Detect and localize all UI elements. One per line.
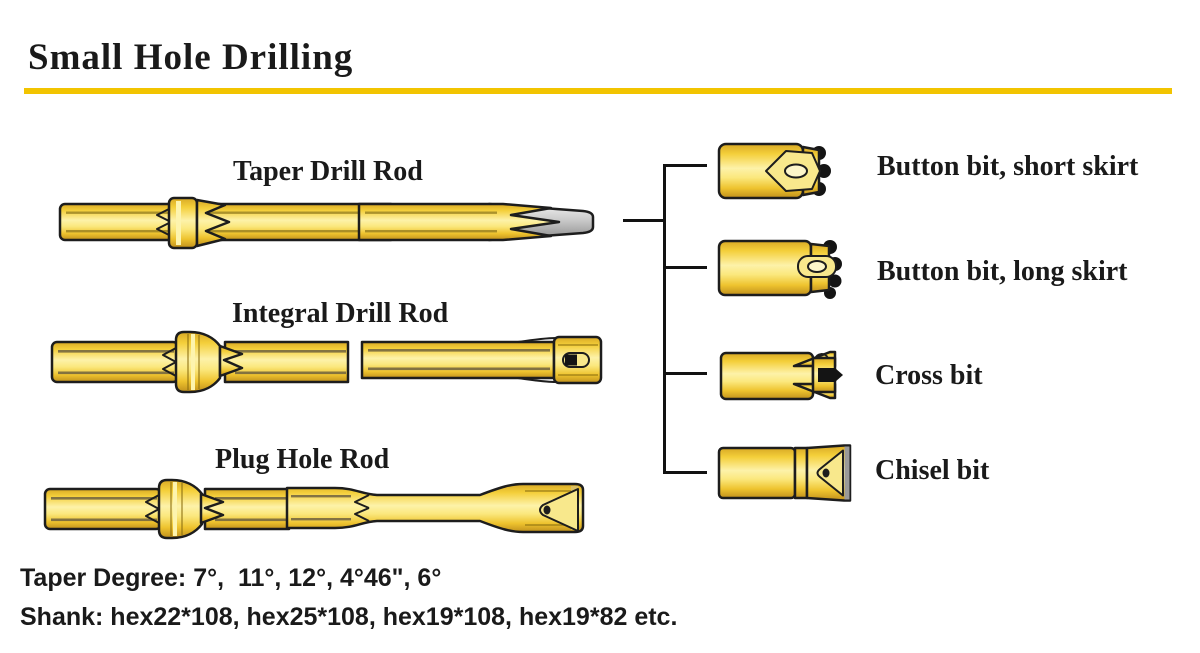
chisel-bit-label: Chisel bit (875, 455, 990, 486)
chisel-bit-icon (717, 444, 852, 502)
plug-hole-rod-shank-icon (43, 478, 291, 540)
page-title: Small Hole Drilling (28, 37, 354, 78)
button-bit-short-skirt-label: Button bit, short skirt (877, 151, 1139, 182)
connector-vertical-line (663, 164, 666, 474)
connector-line-from-rod (623, 219, 665, 222)
cross-bit-icon (719, 350, 843, 401)
connector-branch-chisel-bit (663, 471, 707, 474)
taper-drill-rod-shank-icon (58, 196, 393, 250)
shank-spec: Shank: hex22*108, hex25*108, hex19*108, … (20, 603, 678, 631)
taper-degree-spec: Taper Degree: 7°, 11°, 12°, 4°46", 6° (20, 564, 442, 592)
button-bit-long-skirt-label: Button bit, long skirt (877, 256, 1128, 287)
taper-drill-rod-tip-icon (357, 202, 595, 242)
integral-drill-rod-label: Integral Drill Rod (232, 298, 449, 329)
button-bit-long-skirt-icon (717, 239, 842, 299)
connector-branch-short-skirt (663, 164, 707, 167)
title-underline (24, 88, 1172, 94)
button-bit-short-skirt-icon (717, 142, 831, 200)
plug-hole-rod-bit-end-icon (285, 482, 585, 534)
taper-drill-rod-label: Taper Drill Rod (233, 156, 423, 187)
cross-bit-label: Cross bit (875, 360, 983, 391)
plug-hole-rod-label: Plug Hole Rod (215, 444, 390, 475)
integral-drill-rod-bit-end-icon (360, 335, 603, 385)
connector-branch-long-skirt (663, 266, 707, 269)
integral-drill-rod-shank-icon (50, 330, 350, 394)
connector-branch-cross-bit (663, 372, 707, 375)
